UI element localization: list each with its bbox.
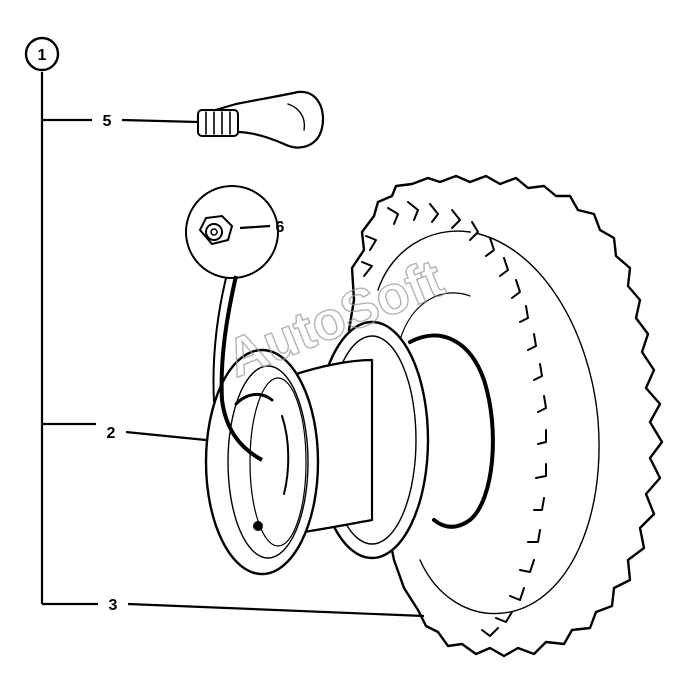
valve-hole <box>253 521 263 531</box>
group-callout-number: 1 <box>38 47 47 64</box>
tire-opening-arc <box>408 333 495 529</box>
tire-sidewall-line <box>377 230 600 615</box>
callout-valve-stem: 5 <box>103 113 112 130</box>
leader-lines <box>40 72 425 618</box>
tire-bead-line <box>399 292 471 341</box>
rim <box>204 320 495 576</box>
callout-valve-nut: 6 <box>276 219 285 236</box>
rim-outer-flange <box>204 348 320 576</box>
valve-nut-inset <box>185 185 279 462</box>
callout-tire: 3 <box>109 597 118 614</box>
tread-lugs <box>361 201 547 637</box>
tire <box>347 174 664 658</box>
callout-rim: 2 <box>107 425 116 442</box>
group-callout-circle <box>24 36 60 72</box>
valve-stem <box>197 90 325 149</box>
